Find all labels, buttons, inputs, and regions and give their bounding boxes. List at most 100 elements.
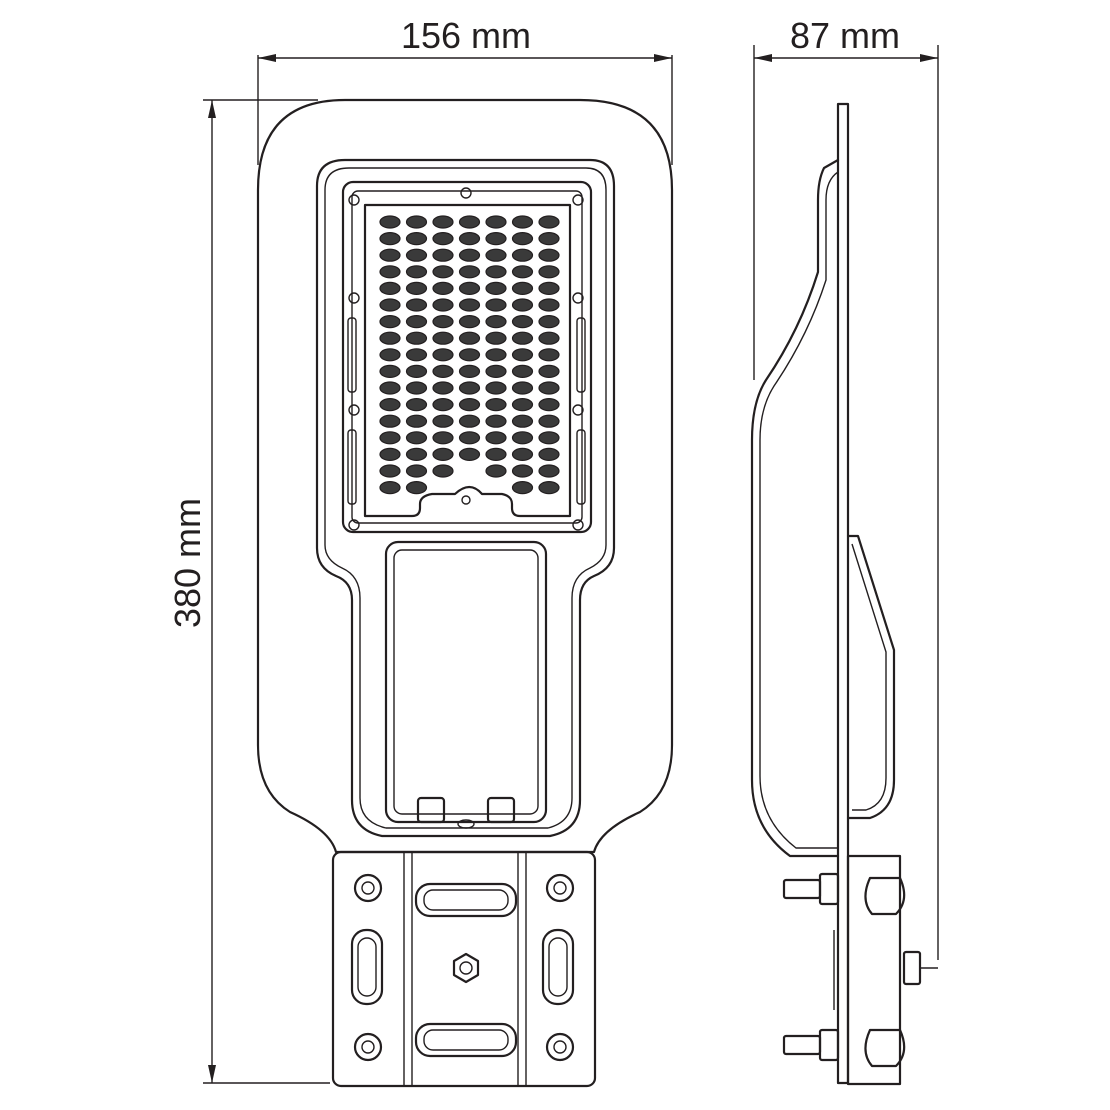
led-chip [432, 431, 454, 445]
led-chip [405, 414, 428, 428]
led-chip [432, 298, 454, 312]
led-chip [432, 364, 454, 378]
led-chip [485, 431, 507, 445]
led-chip [379, 281, 401, 295]
led-chip [379, 215, 401, 229]
led-chip [511, 414, 534, 428]
led-chip [458, 215, 481, 229]
led-chip [538, 381, 560, 395]
led-chip [511, 381, 534, 395]
led-chip [432, 265, 454, 279]
led-chip [405, 265, 428, 279]
side-slots [347, 317, 586, 505]
led-chip [538, 364, 560, 378]
led-chip [511, 364, 534, 378]
led-chip [538, 232, 560, 246]
bracket-nuts [353, 873, 575, 1062]
led-chip [432, 331, 454, 345]
width-dimension: 156 mm [257, 15, 673, 165]
led-chip [379, 431, 401, 445]
led-chip [405, 381, 428, 395]
housing-outline [256, 98, 674, 854]
led-chip [511, 464, 534, 478]
led-chip [379, 331, 401, 345]
led-chip [511, 248, 534, 262]
led-chip [485, 398, 507, 412]
led-chip [379, 464, 401, 478]
led-chip [538, 298, 560, 312]
led-chip [405, 331, 428, 345]
led-chip [379, 265, 401, 279]
led-chip [405, 348, 428, 362]
led-chip [538, 248, 560, 262]
led-chip [458, 447, 481, 461]
led-chip [405, 364, 428, 378]
side-bolts [782, 872, 938, 1068]
led-chip [458, 381, 481, 395]
led-chip [405, 447, 428, 461]
led-chip [511, 348, 534, 362]
led-chip [485, 414, 507, 428]
led-chip [432, 381, 454, 395]
driver-cover [384, 540, 548, 824]
led-chip [458, 414, 481, 428]
led-chip [538, 331, 560, 345]
led-grid [379, 215, 560, 495]
led-chip [432, 464, 454, 478]
led-chip [485, 248, 507, 262]
led-chip [405, 281, 428, 295]
width-dimension-label: 156 mm [401, 15, 531, 56]
led-panel [363, 203, 572, 518]
led-chip [379, 364, 401, 378]
led-chip [511, 447, 534, 461]
led-chip [458, 331, 481, 345]
led-chip [379, 348, 401, 362]
height-dimension: 380 mm [167, 99, 330, 1084]
bracket-slots [350, 882, 575, 1058]
led-chip [432, 232, 454, 246]
led-chip [538, 464, 560, 478]
module-screws [348, 187, 584, 531]
led-chip [511, 215, 534, 229]
led-chip [511, 265, 534, 279]
led-chip [405, 232, 428, 246]
depth-dimension: 87 mm [753, 15, 939, 960]
led-chip [511, 298, 534, 312]
led-chip [485, 447, 507, 461]
led-chip [485, 381, 507, 395]
side-bracket [846, 854, 902, 1086]
led-chip [485, 315, 507, 329]
led-chip [538, 315, 560, 329]
led-chip [458, 298, 481, 312]
led-chip [379, 398, 401, 412]
led-chip [432, 398, 454, 412]
led-chip [511, 281, 534, 295]
led-chip [432, 215, 454, 229]
led-chip [538, 431, 560, 445]
mounting-bracket [331, 850, 597, 1088]
led-chip [405, 481, 428, 495]
led-chip [432, 315, 454, 329]
led-chip [511, 481, 534, 495]
side-back-plate [836, 102, 850, 1085]
led-chip [511, 398, 534, 412]
led-chip [538, 265, 560, 279]
side-driver-box [846, 534, 896, 820]
led-chip [432, 281, 454, 295]
cover-latches [416, 796, 516, 829]
side-view [750, 102, 938, 1086]
led-chip [485, 298, 507, 312]
led-chip [405, 298, 428, 312]
led-chip [405, 431, 428, 445]
led-chip [485, 464, 507, 478]
led-chip [405, 398, 428, 412]
led-chip [458, 364, 481, 378]
led-chip [458, 265, 481, 279]
led-chip [485, 265, 507, 279]
led-chip [379, 414, 401, 428]
led-chip [432, 348, 454, 362]
side-body-profile [750, 158, 840, 858]
led-chip [379, 298, 401, 312]
led-chip [485, 364, 507, 378]
